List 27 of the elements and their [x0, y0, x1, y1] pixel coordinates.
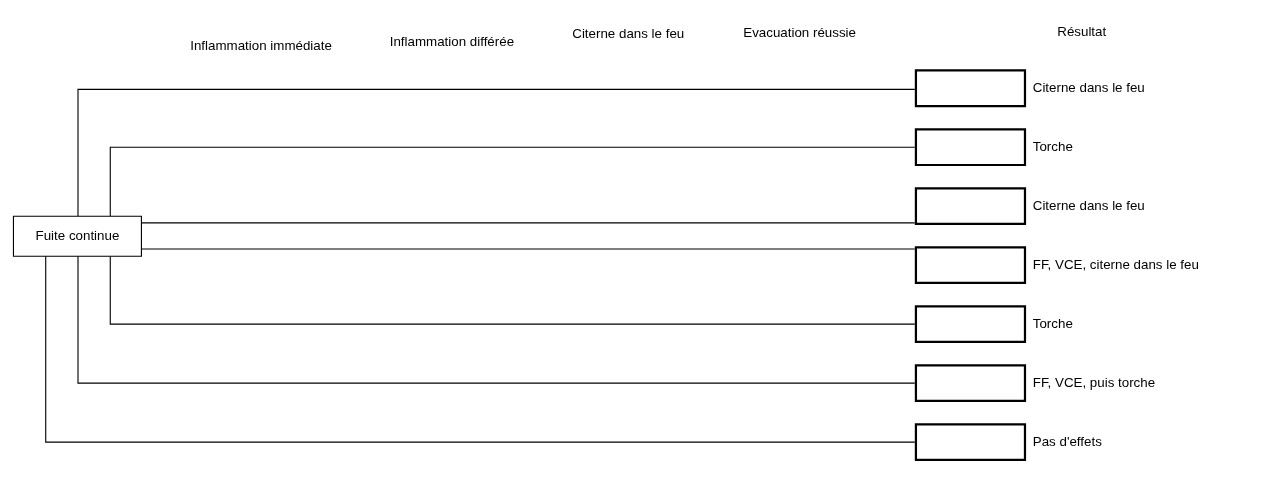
- node-label: FF, VCE, citerne dans le feu: [1032, 256, 1199, 272]
- node-label: FF, VCE, puis torche: [1032, 374, 1155, 390]
- node-label: Torche: [1032, 315, 1073, 331]
- node-box: [914, 246, 1026, 285]
- connector: [76, 255, 915, 384]
- node-box: [914, 305, 1026, 344]
- connector: [44, 255, 915, 443]
- node-label: Pas d'effets: [1032, 433, 1102, 449]
- node-label: Torche: [1032, 138, 1073, 154]
- connector: [76, 88, 915, 217]
- label: Inflammation immédiate: [189, 38, 332, 54]
- connector: [140, 222, 915, 224]
- label: Citerne dans le feu: [571, 26, 684, 42]
- connector: [109, 256, 915, 325]
- label: Evacuation réussie: [742, 25, 856, 41]
- node-label: Citerne dans le feu: [1032, 79, 1145, 95]
- connector: [140, 248, 915, 250]
- node-box: [914, 128, 1026, 167]
- node-label: Citerne dans le feu: [1032, 197, 1145, 213]
- node-box: Fuite continue: [12, 215, 142, 257]
- label: Inflammation différée: [389, 34, 514, 50]
- node-box: [914, 69, 1026, 108]
- node-box: [914, 364, 1026, 403]
- label: Résultat: [1056, 24, 1106, 40]
- node-box: [914, 423, 1026, 461]
- node-box: [914, 187, 1026, 226]
- connector: [109, 146, 915, 217]
